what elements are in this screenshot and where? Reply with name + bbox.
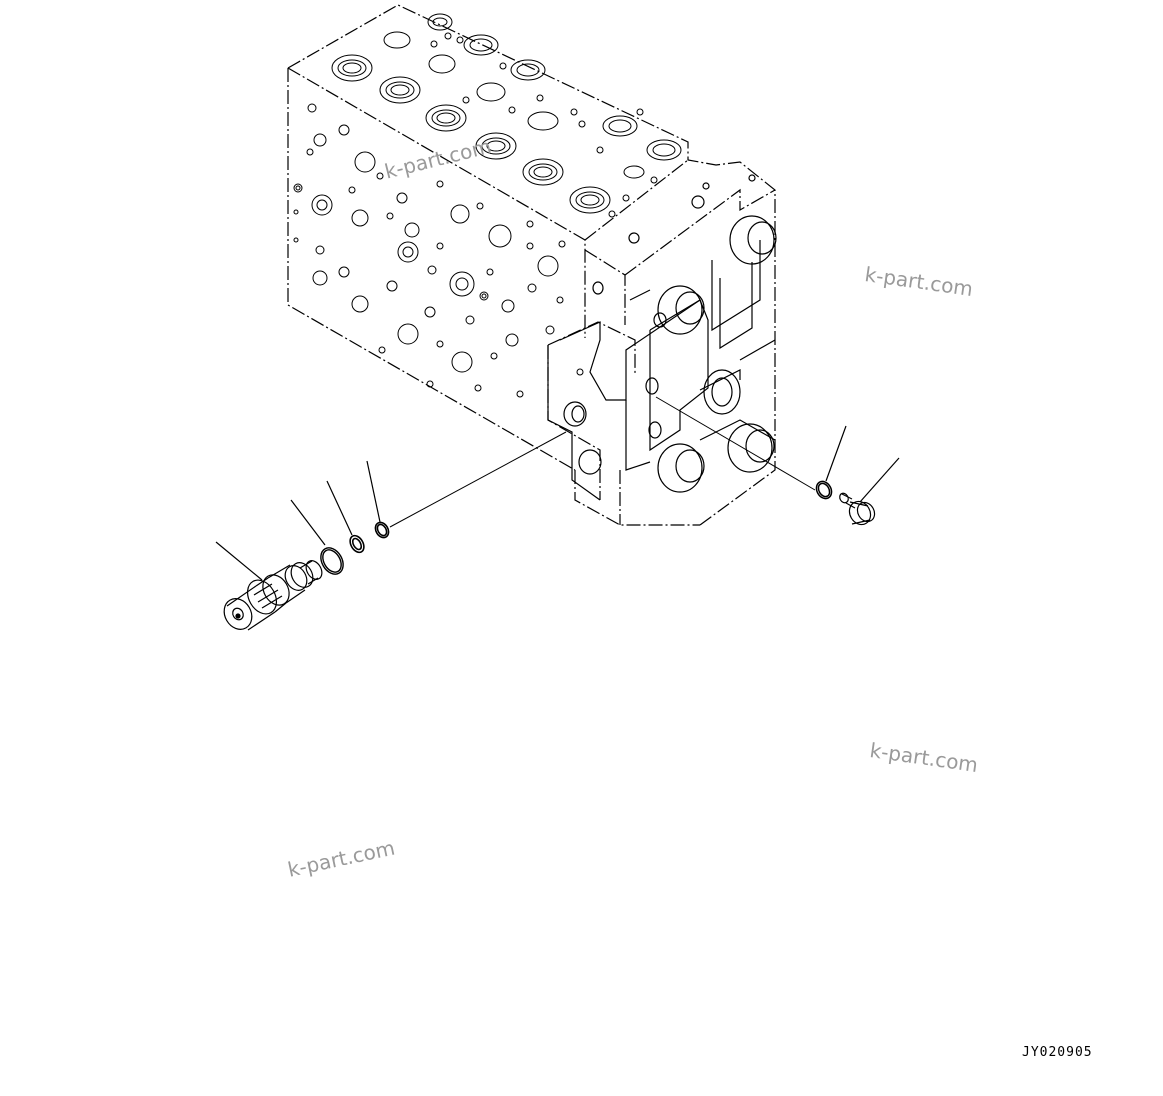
drawing-code: JY020905 (1022, 1045, 1093, 1060)
o-ring (349, 534, 365, 554)
backup-ring (320, 547, 344, 575)
o-ring-plug (815, 480, 833, 500)
control-valve-block (287, 4, 777, 526)
o-ring-small (374, 521, 390, 539)
boss-ports (563, 174, 777, 493)
leader-lines (215, 425, 900, 581)
relief-valve-cartridge (223, 560, 323, 631)
assembly-lines (389, 396, 816, 528)
side-face-holes (293, 103, 584, 398)
plug (839, 492, 876, 526)
top-ports (331, 13, 682, 218)
